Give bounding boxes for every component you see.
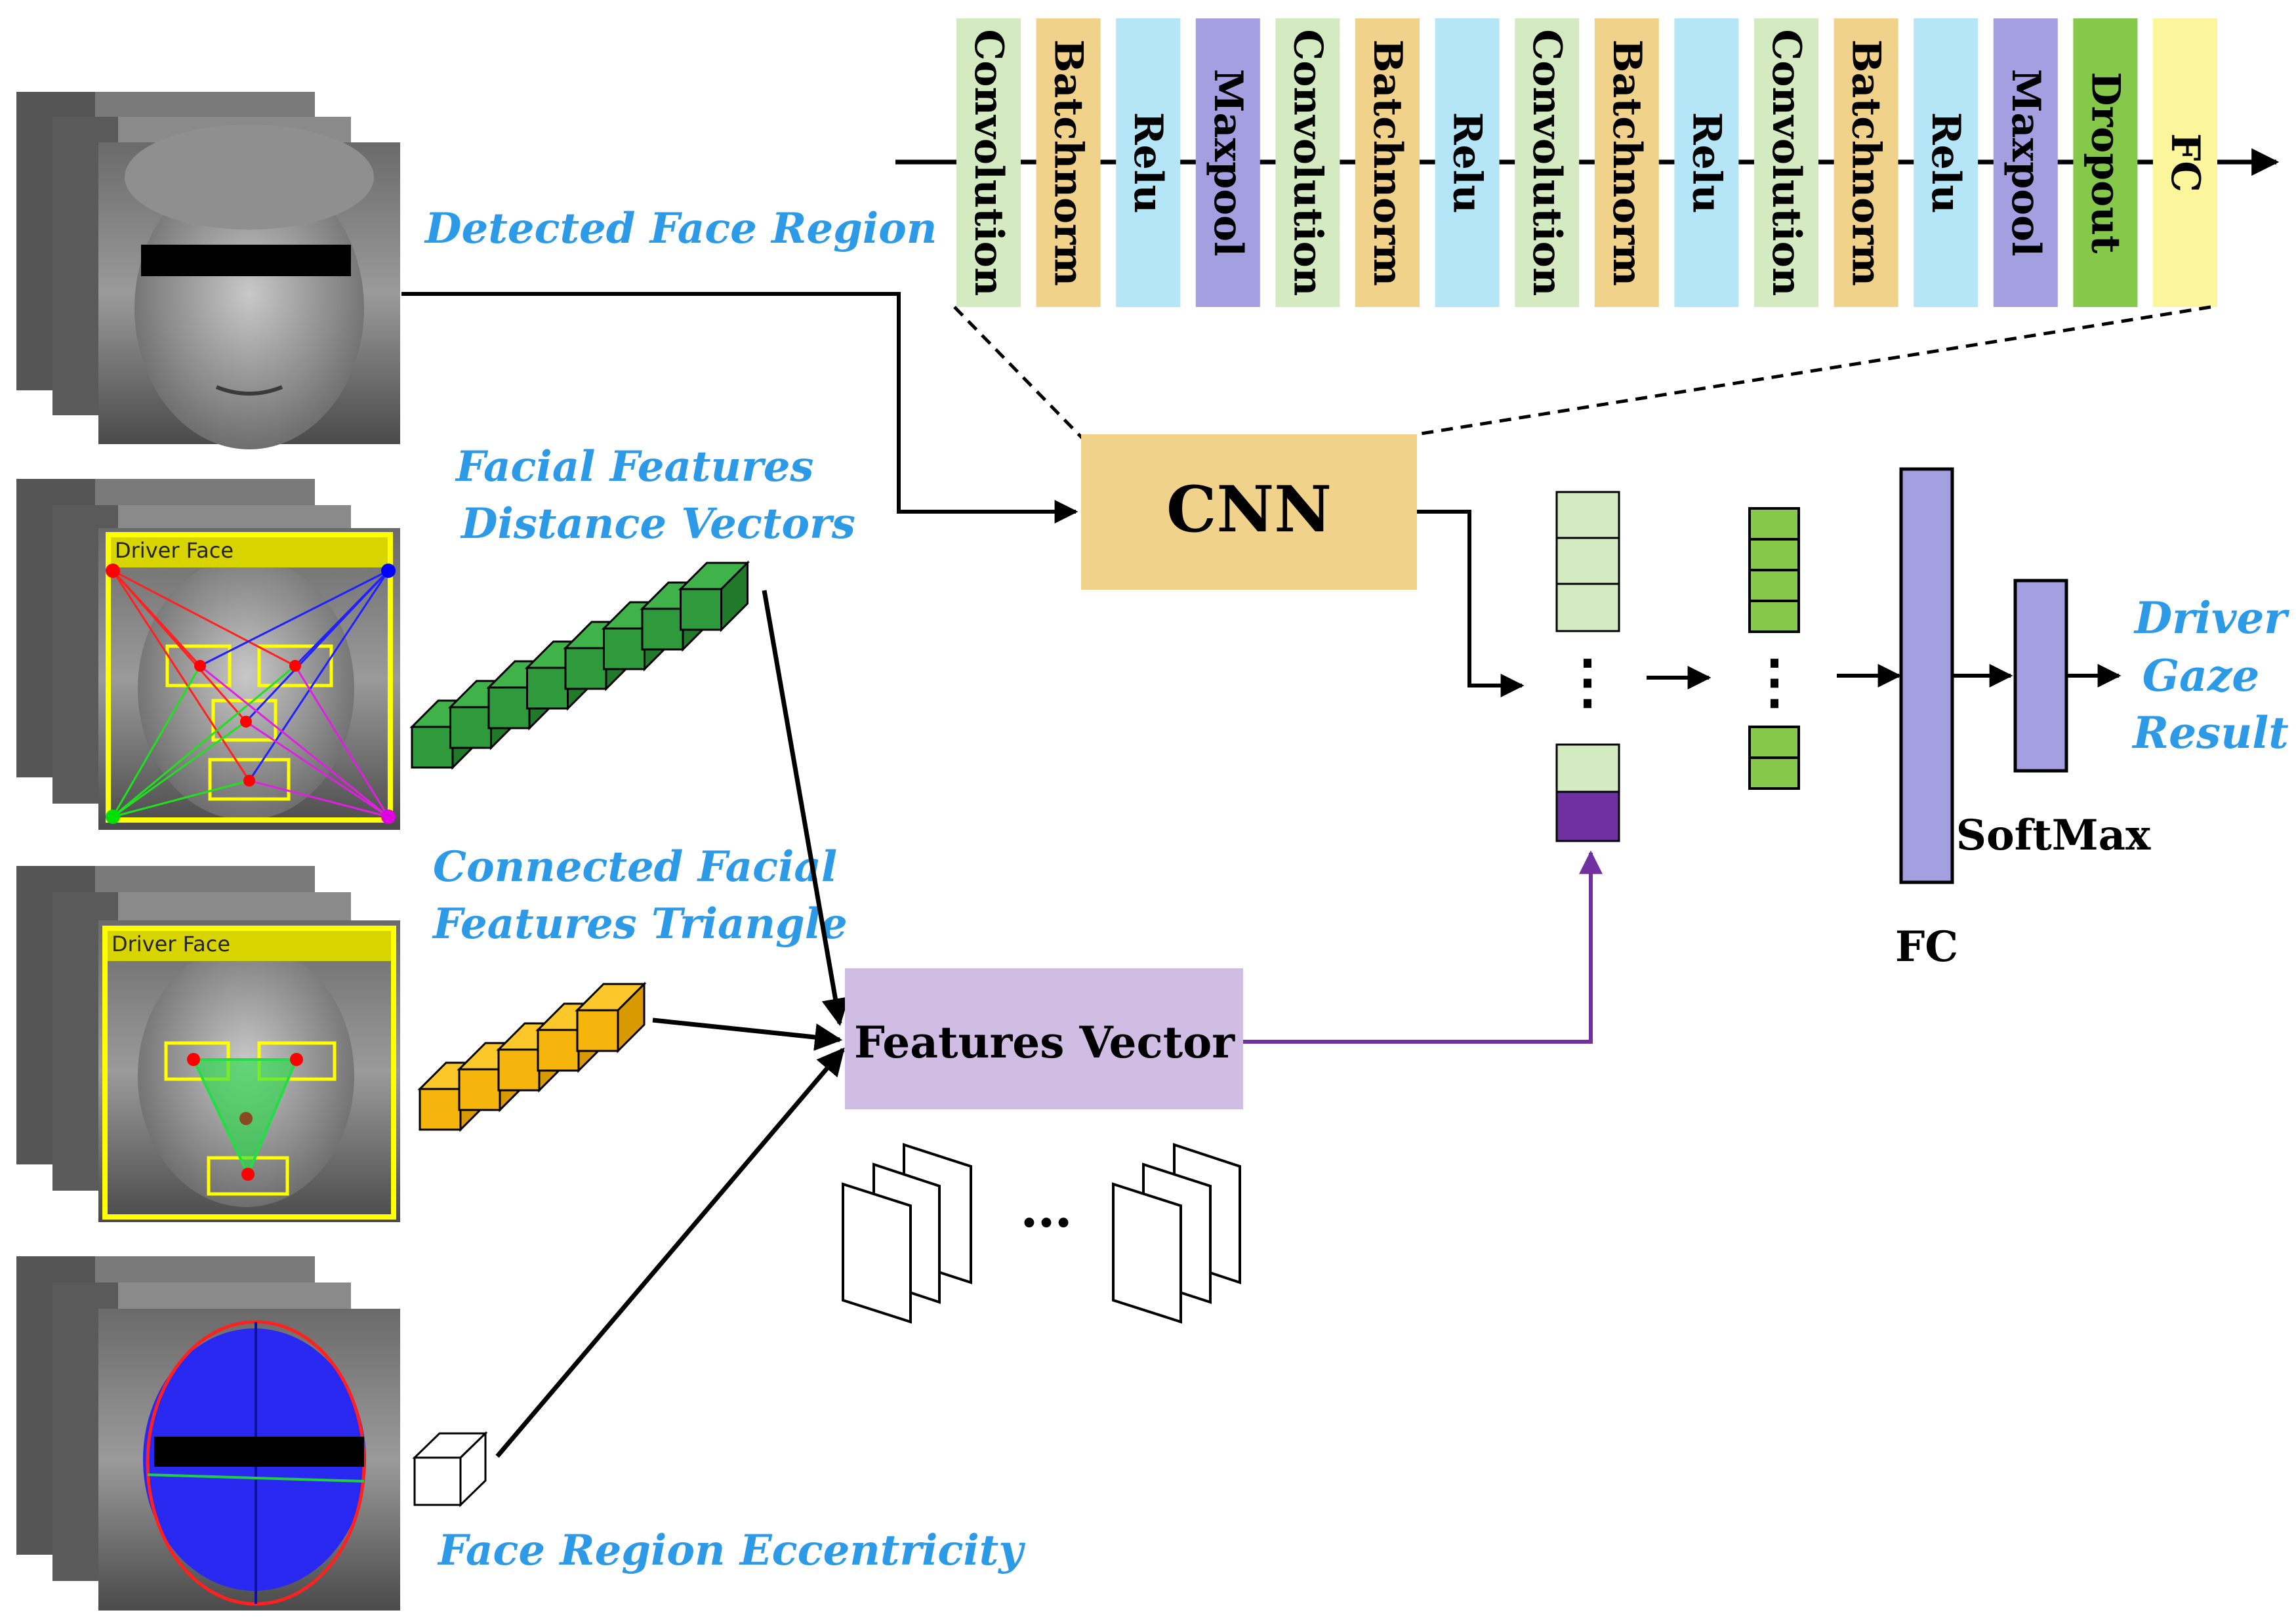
arrow-distance-to-features bbox=[762, 590, 850, 1027]
layer-label-15: Dropout bbox=[2082, 72, 2128, 254]
arrow-eccentricity-to-features bbox=[495, 1047, 845, 1458]
layer-stack: Convolution Batchnorm Relu Maxpool Convoluti… bbox=[895, 18, 2280, 307]
dense-vector-ellipsis: ⋮ bbox=[1745, 647, 1804, 716]
layer-label-3: Relu bbox=[1125, 112, 1171, 213]
layer-box-14 bbox=[1993, 18, 2058, 307]
layer-box-4 bbox=[1195, 18, 1260, 307]
layer-box-16 bbox=[2153, 18, 2217, 307]
layer-label-1: Convolution bbox=[966, 30, 1012, 297]
features-vector-box bbox=[845, 968, 1243, 1109]
feature-frames-left bbox=[842, 1143, 972, 1324]
arrow-triangle-to-features bbox=[652, 1017, 843, 1051]
distance-vector-lines bbox=[112, 569, 390, 818]
layer-label-11: Convolution bbox=[1763, 30, 1809, 297]
layer-box-10 bbox=[1674, 18, 1739, 307]
driver-face-header-1 bbox=[108, 535, 390, 567]
layer-label-13: Relu bbox=[1923, 112, 1969, 213]
layer-label-8: Convolution bbox=[1524, 30, 1570, 297]
layer-label-12: Batchnorm bbox=[1843, 39, 1889, 286]
layer-label-14: Maxpool bbox=[2003, 69, 2049, 256]
arrow-face-to-cnn bbox=[401, 292, 1078, 523]
face-bounding-box-2 bbox=[102, 926, 396, 1220]
cnn-box bbox=[1081, 434, 1417, 590]
layer-box-7 bbox=[1435, 18, 1500, 307]
face-stack-detected bbox=[16, 92, 400, 449]
label-facial-features-2: Distance Vectors bbox=[460, 499, 855, 548]
layer-box-6 bbox=[1355, 18, 1420, 307]
orange-cube-5 bbox=[575, 981, 647, 1054]
green-cube-row bbox=[409, 560, 750, 770]
layer-box-5 bbox=[1275, 18, 1340, 307]
face-stack-triangle: Driver Face bbox=[16, 866, 400, 1222]
layer-box-1 bbox=[956, 18, 1021, 307]
driver-face-label-2: Driver Face bbox=[112, 932, 230, 956]
feature-frames-right bbox=[1112, 1143, 1241, 1324]
face-stack-eccentricity bbox=[16, 1256, 400, 1611]
layer-label-5: Convolution bbox=[1284, 30, 1330, 297]
eye-censor-bar-2 bbox=[154, 1437, 364, 1467]
layer-box-2 bbox=[1036, 18, 1101, 307]
layer-box-13 bbox=[1914, 18, 1978, 307]
concat-feature-cell bbox=[1555, 790, 1620, 842]
arrow-features-to-vector bbox=[1243, 850, 1603, 1044]
arrow-cnn-to-vector bbox=[1417, 510, 1525, 697]
layer-label-2: Batchnorm bbox=[1046, 39, 1092, 286]
face-stack-distance: Driver Face bbox=[16, 479, 400, 830]
dense-vector bbox=[1748, 507, 1800, 790]
label-connected-triangle-1: Connected Facial bbox=[433, 842, 837, 892]
expansion-line-left bbox=[953, 306, 1084, 440]
orange-cube-row bbox=[417, 981, 647, 1132]
layer-label-16: FC bbox=[2162, 133, 2208, 192]
result-label-3: Result bbox=[2131, 707, 2289, 758]
green-cube-8 bbox=[678, 560, 750, 632]
result-label-2: Gaze bbox=[2142, 650, 2260, 701]
softmax-layer-bar bbox=[2013, 579, 2068, 773]
layer-box-12 bbox=[1834, 18, 1898, 307]
label-connected-triangle-2: Features Triangle bbox=[432, 899, 848, 949]
concat-vector-ellipsis: ⋮ bbox=[1558, 647, 1617, 716]
label-detected-face-region: Detected Face Region bbox=[424, 204, 937, 253]
fc-layer-bar bbox=[1899, 467, 1954, 884]
driver-face-header-2 bbox=[105, 928, 394, 961]
layer-label-7: Relu bbox=[1445, 112, 1490, 213]
softmax-label: SoftMax bbox=[1956, 811, 2151, 860]
layer-label-4: Maxpool bbox=[1205, 69, 1251, 256]
layer-box-8 bbox=[1515, 18, 1580, 307]
label-face-region-eccentricity: Face Region Eccentricity bbox=[437, 1526, 1025, 1575]
fc-label: FC bbox=[1895, 922, 1958, 972]
driver-face-label-1: Driver Face bbox=[115, 538, 234, 563]
layer-label-6: Batchnorm bbox=[1364, 39, 1410, 286]
layer-box-11 bbox=[1754, 18, 1818, 307]
cnn-label: CNN bbox=[1166, 472, 1332, 546]
single-cube bbox=[412, 1431, 488, 1508]
face-bounding-box-1 bbox=[106, 532, 393, 823]
expansion-line-right bbox=[1416, 305, 2211, 436]
concat-vector bbox=[1555, 491, 1620, 842]
features-vector-label: Features Vector bbox=[854, 1017, 1235, 1068]
eye-censor-bar bbox=[141, 245, 351, 276]
layer-box-15 bbox=[2073, 18, 2138, 307]
layer-box-3 bbox=[1116, 18, 1181, 307]
layer-label-9: Batchnorm bbox=[1604, 39, 1650, 286]
label-facial-features-1: Facial Features bbox=[455, 442, 813, 491]
layer-box-9 bbox=[1594, 18, 1659, 307]
frames-ellipsis: … bbox=[1020, 1178, 1073, 1239]
layer-label-10: Relu bbox=[1683, 112, 1729, 213]
result-label-1: Driver bbox=[2133, 592, 2289, 644]
